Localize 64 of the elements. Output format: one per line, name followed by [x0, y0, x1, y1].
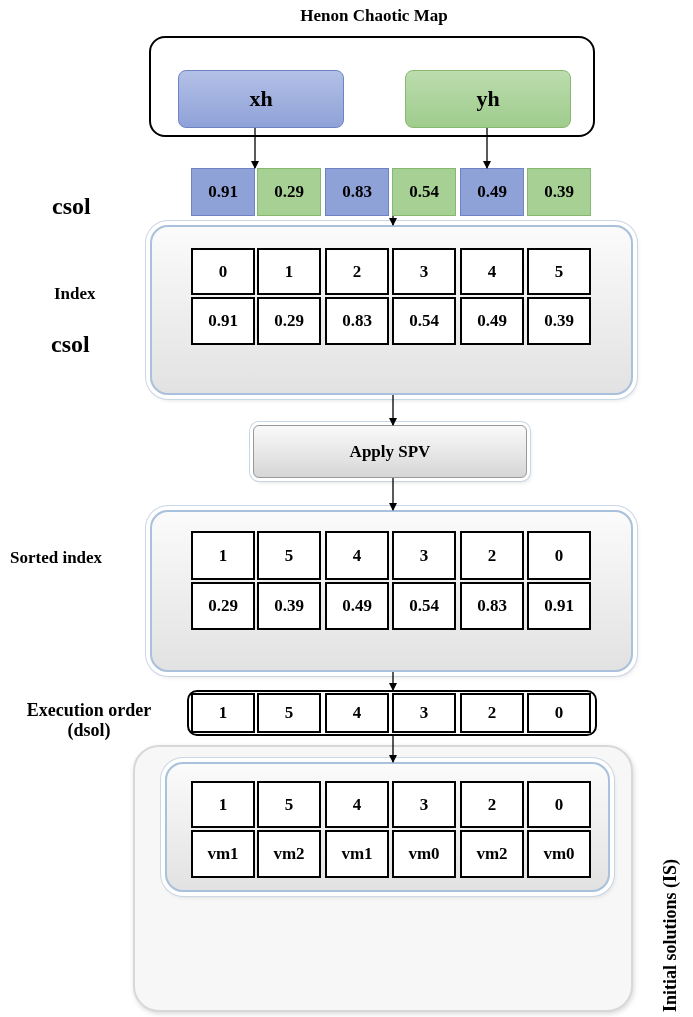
table-cell: vm1	[191, 830, 255, 878]
row-heading: csol	[51, 331, 91, 358]
table-cell: vm0	[527, 830, 591, 878]
table-cell: 5	[257, 781, 321, 828]
value-box: 0.91	[191, 168, 255, 216]
arrow	[251, 127, 259, 169]
table-cell: 4	[325, 781, 389, 828]
table-cell: 2	[460, 531, 524, 580]
table-cell: 2	[460, 693, 524, 733]
table-cell: vm2	[460, 830, 524, 878]
table-cell: 0	[527, 531, 591, 580]
table-cell: 0.39	[257, 582, 321, 630]
row-heading: Sorted index	[10, 548, 104, 568]
table-cell: 0.91	[527, 582, 591, 630]
table-cell: 0.54	[392, 297, 456, 345]
row-heading: Execution order (dsol)	[25, 700, 153, 740]
row-heading: Initial solutions (IS)	[660, 857, 681, 1012]
table-cell: 4	[325, 693, 389, 733]
arrow	[389, 477, 397, 511]
value-box: 0.54	[392, 168, 456, 216]
arrow	[389, 394, 397, 426]
table-cell: 0.54	[392, 582, 456, 630]
table-cell: 0	[191, 248, 255, 295]
table-cell: 4	[460, 248, 524, 295]
variable-box: yh	[405, 70, 571, 128]
table-cell: 1	[191, 781, 255, 828]
table-cell: vm1	[325, 830, 389, 878]
table-cell: 5	[527, 248, 591, 295]
table-cell: vm0	[392, 830, 456, 878]
arrow	[389, 671, 397, 691]
arrow	[389, 735, 397, 763]
table-cell: 5	[257, 693, 321, 733]
table-cell: 0.29	[257, 297, 321, 345]
table-cell: 3	[392, 781, 456, 828]
table-cell: 4	[325, 531, 389, 580]
table-cell: 1	[191, 531, 255, 580]
value-box: 0.39	[527, 168, 591, 216]
table-cell: 0	[527, 781, 591, 828]
table-cell: 3	[392, 693, 456, 733]
table-cell: 2	[325, 248, 389, 295]
table-cell: 0	[527, 693, 591, 733]
diagram-heading: Henon Chaotic Map	[299, 6, 449, 26]
value-box: 0.49	[460, 168, 524, 216]
table-cell: 0.39	[527, 297, 591, 345]
arrow	[483, 127, 491, 169]
variable-box: xh	[178, 70, 344, 128]
table-cell: 0.29	[191, 582, 255, 630]
table-cell: 3	[392, 531, 456, 580]
row-heading: Index	[54, 284, 97, 304]
arrow	[389, 215, 397, 226]
table-cell: 0.83	[325, 297, 389, 345]
table-cell: 2	[460, 781, 524, 828]
table-cell: 1	[257, 248, 321, 295]
table-cell: 0.83	[460, 582, 524, 630]
table-cell: 0.49	[460, 297, 524, 345]
table-cell: 3	[392, 248, 456, 295]
table-cell: 0.91	[191, 297, 255, 345]
table-cell: 0.49	[325, 582, 389, 630]
table-cell: vm2	[257, 830, 321, 878]
value-box: 0.83	[325, 168, 389, 216]
table-cell: 1	[191, 693, 255, 733]
table-cell: 5	[257, 531, 321, 580]
row-heading: csol	[52, 193, 91, 220]
value-box: 0.29	[257, 168, 321, 216]
